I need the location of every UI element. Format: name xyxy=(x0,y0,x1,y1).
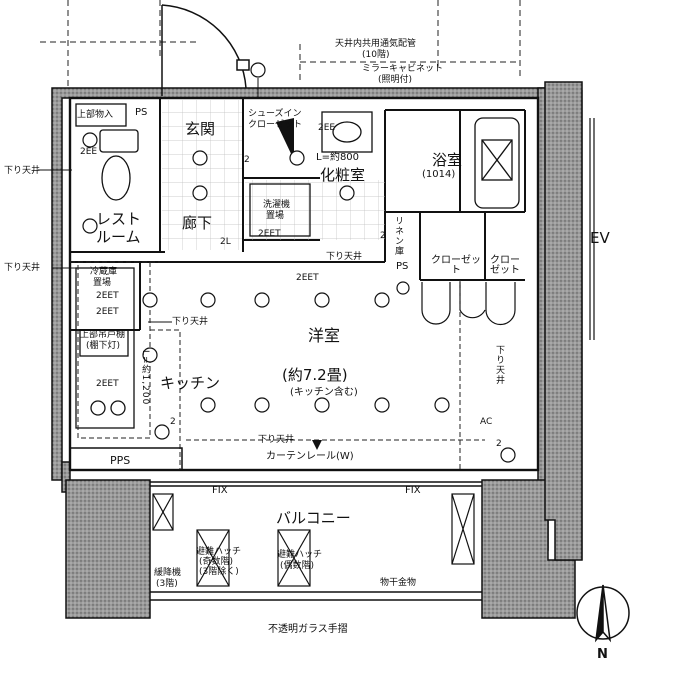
kitchen-counter xyxy=(75,267,135,429)
outlet-label: 2L xyxy=(220,237,231,247)
entrance-door xyxy=(161,4,250,96)
vanity-sink xyxy=(321,111,373,153)
label-evac-1-1: 避難ハッチ xyxy=(196,547,242,557)
reference-lines xyxy=(40,0,521,90)
light-fixtures xyxy=(82,62,516,463)
room-vanity: 化粧室 xyxy=(320,166,366,184)
label-shoes-closet-2: クローゼット xyxy=(248,120,303,130)
outlet-label: 2EET xyxy=(96,379,119,389)
label-bathroom-size: (1014) xyxy=(422,169,456,180)
outlet-label: 2 xyxy=(380,231,386,241)
label-drop-ceiling-6: 下り天井 xyxy=(258,435,295,445)
pps-area xyxy=(69,447,183,471)
room-restroom-2: ルーム xyxy=(96,228,141,246)
room-western-area: (約7.2畳) xyxy=(282,366,348,384)
window-line xyxy=(150,469,500,601)
label-ceiling-duct-floors: (10階) xyxy=(362,50,390,60)
room-ev: EV xyxy=(590,229,610,247)
room-entrance: 玄関 xyxy=(185,120,216,138)
label-drop-ceiling-2: 下り天井 xyxy=(326,252,363,262)
label-mirror-cabinet: ミラーキャビネット xyxy=(362,64,444,74)
label-curtain-rail: カーテンレール(W) xyxy=(266,451,354,462)
closet-doors xyxy=(421,282,516,326)
bathtub xyxy=(474,117,520,209)
room-western: 洋室 xyxy=(308,326,341,345)
north-label: N xyxy=(597,647,608,662)
label-descender-1: 緩降機 xyxy=(154,568,182,578)
label-clothes-hanger: 物干金物 xyxy=(380,578,417,588)
label-shoes-closet-1: シューズイン xyxy=(248,109,302,119)
outlet-label: 2 xyxy=(496,439,502,449)
toilet xyxy=(75,103,139,201)
label-ps-top: PS xyxy=(135,107,148,118)
room-bathroom: 浴室 xyxy=(432,151,463,169)
label-evac-2-1: 避難ハッチ xyxy=(277,550,323,560)
closet-marker xyxy=(276,118,294,160)
room-western-note: (キッチン含む) xyxy=(290,387,358,398)
washer-space xyxy=(249,183,311,237)
label-pps: PPS xyxy=(110,454,131,467)
exterior-walls xyxy=(51,81,583,619)
outlet-label: 2 xyxy=(170,417,176,427)
outlet-label: 2EET xyxy=(296,273,319,283)
label-drop-ceiling-5: 下り天井 xyxy=(494,345,504,385)
outlet-label: 2EET xyxy=(96,291,119,301)
label-descender-2: (3階) xyxy=(156,579,178,589)
label-kitchen-width: L=約1,200 xyxy=(140,350,150,406)
label-ps-mid: PS xyxy=(396,261,409,272)
label-glass-rail: 不透明ガラス手摺 xyxy=(268,624,348,635)
north-arrow xyxy=(576,584,630,643)
label-fridge-1: 冷蔵庫 xyxy=(90,267,118,277)
label-drop-ceiling-1: 下り天井 xyxy=(4,166,41,176)
label-evac-1-3: (3階除く) xyxy=(199,567,239,577)
room-balcony: バルコニー xyxy=(276,509,351,527)
tile-floors xyxy=(162,100,385,250)
label-upper-cabinet-1: 上部吊戸棚 xyxy=(80,330,126,340)
label-ceiling-duct: 天井内共用通気配管 xyxy=(335,39,417,49)
label-linen: リネン庫 xyxy=(393,216,403,256)
label-washer-1: 洗濯機 xyxy=(263,200,291,210)
outlet-label: 2EE xyxy=(318,123,336,133)
outlet-label: 2EE xyxy=(80,147,98,157)
room-restroom-1: レスト xyxy=(96,210,142,228)
label-vanity-width: L=約800 xyxy=(316,152,360,163)
label-evac-1-2: (奇数階) xyxy=(199,557,234,567)
label-washer-2: 置場 xyxy=(266,211,285,221)
label-fix-left: FIX xyxy=(212,485,228,496)
leader-lines xyxy=(38,78,259,323)
label-fridge-2: 置場 xyxy=(93,278,112,288)
outlet-label: AC xyxy=(480,417,493,427)
label-closet-1: クローゼット xyxy=(431,255,481,276)
label-mirror-cabinet-note: (照明付) xyxy=(378,75,413,85)
outlet-label: 2EET xyxy=(96,307,119,317)
label-drop-ceiling-3: 下り天井 xyxy=(4,263,41,273)
ev-shaft xyxy=(581,90,595,560)
balcony-hatches xyxy=(152,493,475,587)
label-drop-ceiling-4: 下り天井 xyxy=(172,317,209,327)
label-fix-right: FIX xyxy=(405,485,421,496)
outlet-label: 2EET xyxy=(258,229,281,239)
label-upper-cabinet-2: (棚下灯) xyxy=(86,341,121,351)
label-upper-storage: 上部物入 xyxy=(77,110,114,120)
room-kitchen: キッチン xyxy=(160,374,221,392)
label-closet-2: クローゼット xyxy=(490,255,520,276)
room-hallway: 廊下 xyxy=(182,214,213,232)
outlet-label: 2 xyxy=(244,155,250,165)
curtain-marker xyxy=(312,440,322,450)
label-evac-2-2: (偶数階) xyxy=(280,561,315,571)
